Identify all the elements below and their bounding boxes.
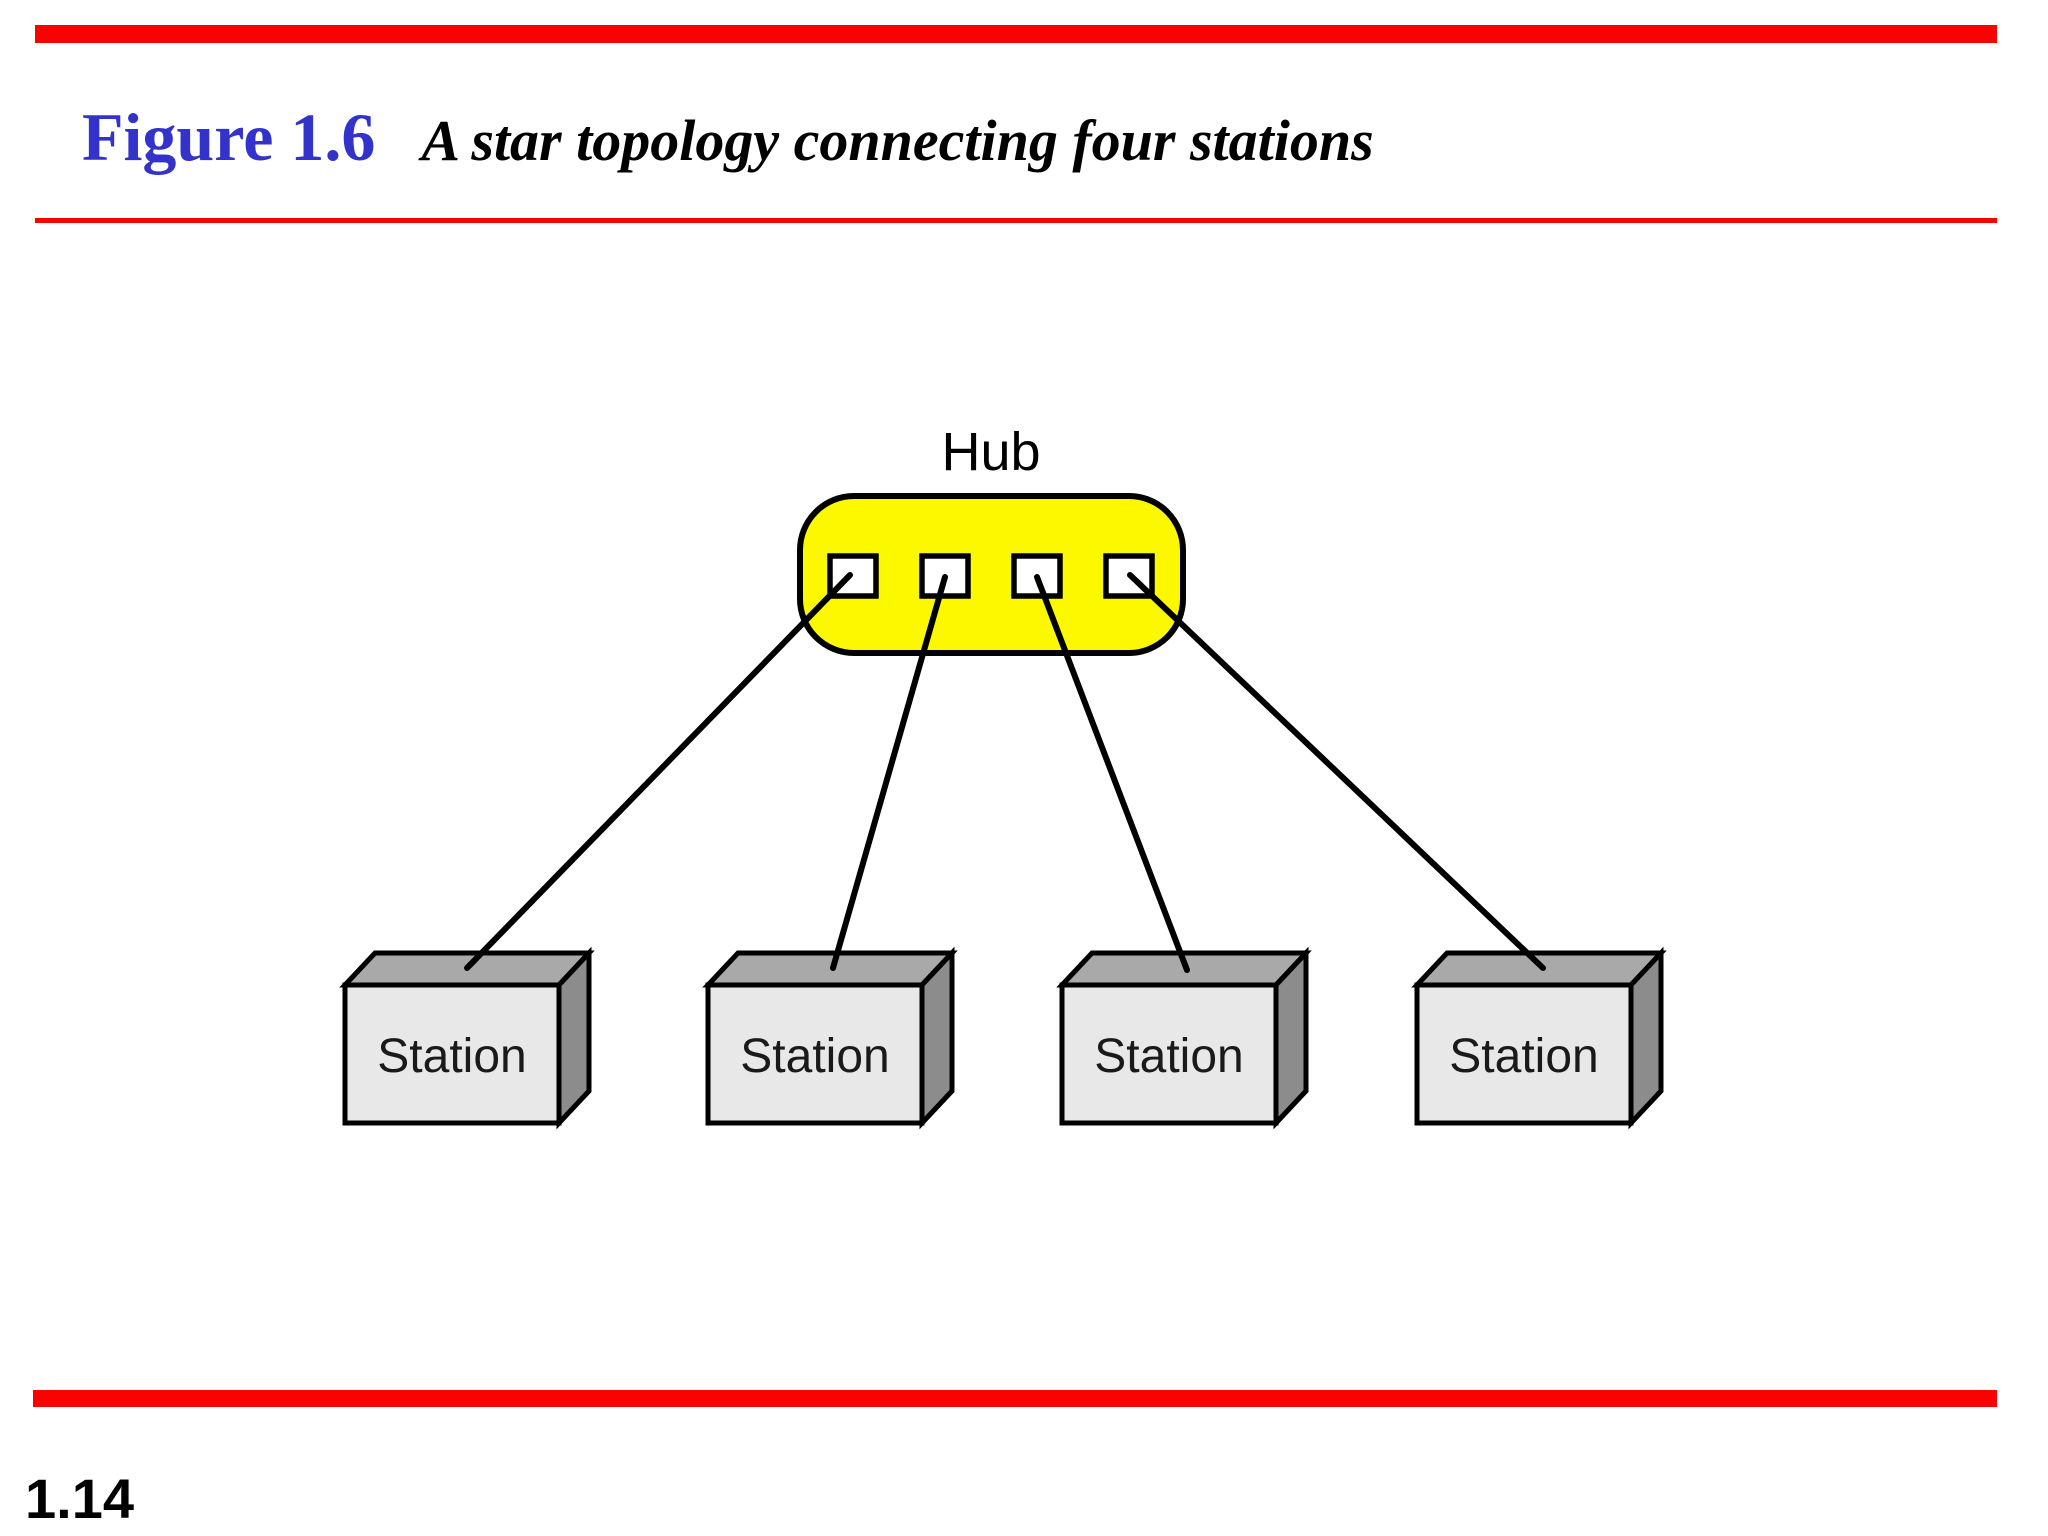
figure-caption: A star topology connecting four stations — [421, 108, 1374, 173]
link-line-2 — [830, 574, 948, 971]
top-accent-bar — [35, 25, 1997, 43]
station-front-face — [705, 982, 925, 1126]
page-number: 1.14 — [25, 1467, 134, 1530]
station-top-face — [1411, 950, 1667, 988]
link-line-4 — [1127, 572, 1546, 971]
station-side-face — [1273, 946, 1309, 1130]
station-1: Station — [339, 946, 595, 1130]
station-side-face — [919, 946, 955, 1130]
figure-title: Figure 1.6 A star topology connecting fo… — [82, 98, 1374, 177]
station-side-face — [1628, 946, 1664, 1130]
link-line-3 — [1034, 574, 1190, 973]
station-label: Station — [1449, 1030, 1598, 1083]
station-top-face — [702, 950, 958, 988]
station-2: Station — [702, 946, 958, 1130]
hub-body — [797, 493, 1186, 656]
station-side-face — [556, 946, 592, 1130]
figure-label: Figure 1.6 — [82, 99, 376, 175]
station-4: Station — [1411, 946, 1667, 1130]
station-label: Station — [1094, 1030, 1243, 1083]
station-front-face — [342, 982, 562, 1126]
station-front-face — [1414, 982, 1634, 1126]
station-3: Station — [1056, 946, 1312, 1130]
station-label: Station — [740, 1030, 889, 1083]
header-rule — [35, 218, 1997, 223]
bottom-accent-bar — [33, 1390, 1997, 1407]
link-line-1 — [464, 572, 853, 971]
station-label: Station — [377, 1030, 526, 1083]
station-front-face — [1059, 982, 1279, 1126]
hub-label: Hub — [941, 422, 1040, 482]
